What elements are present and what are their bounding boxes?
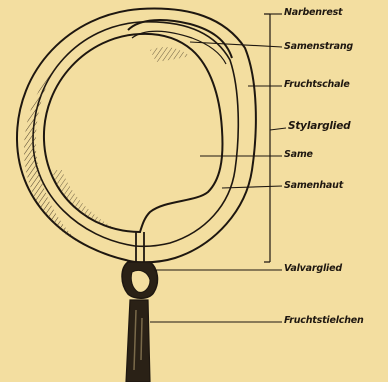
wall-shading xyxy=(24,60,80,243)
leader-lines xyxy=(150,14,286,322)
label-fruchtschale: Fruchtschale xyxy=(284,79,350,90)
stylar-brace xyxy=(264,14,270,262)
seed-shading xyxy=(52,170,118,230)
funicle-inner xyxy=(132,31,226,64)
label-fruchtstielchen: Fruchtstielchen xyxy=(284,315,364,326)
leader-samenstrang xyxy=(190,42,282,47)
fruit-wall-inner-outline xyxy=(33,22,238,247)
fruit-stalk xyxy=(126,300,150,382)
label-samenhaut: Samenhaut xyxy=(284,180,343,191)
upper-hatch xyxy=(150,47,190,62)
label-stylarglied: Stylarglied xyxy=(288,120,350,132)
label-valvarglied: Valvarglied xyxy=(284,263,342,274)
label-narbenrest: Narbenrest xyxy=(284,7,342,18)
leader-stylarglied xyxy=(270,128,286,130)
label-same: Same xyxy=(284,149,313,160)
label-samenstrang: Samenstrang xyxy=(284,41,353,52)
